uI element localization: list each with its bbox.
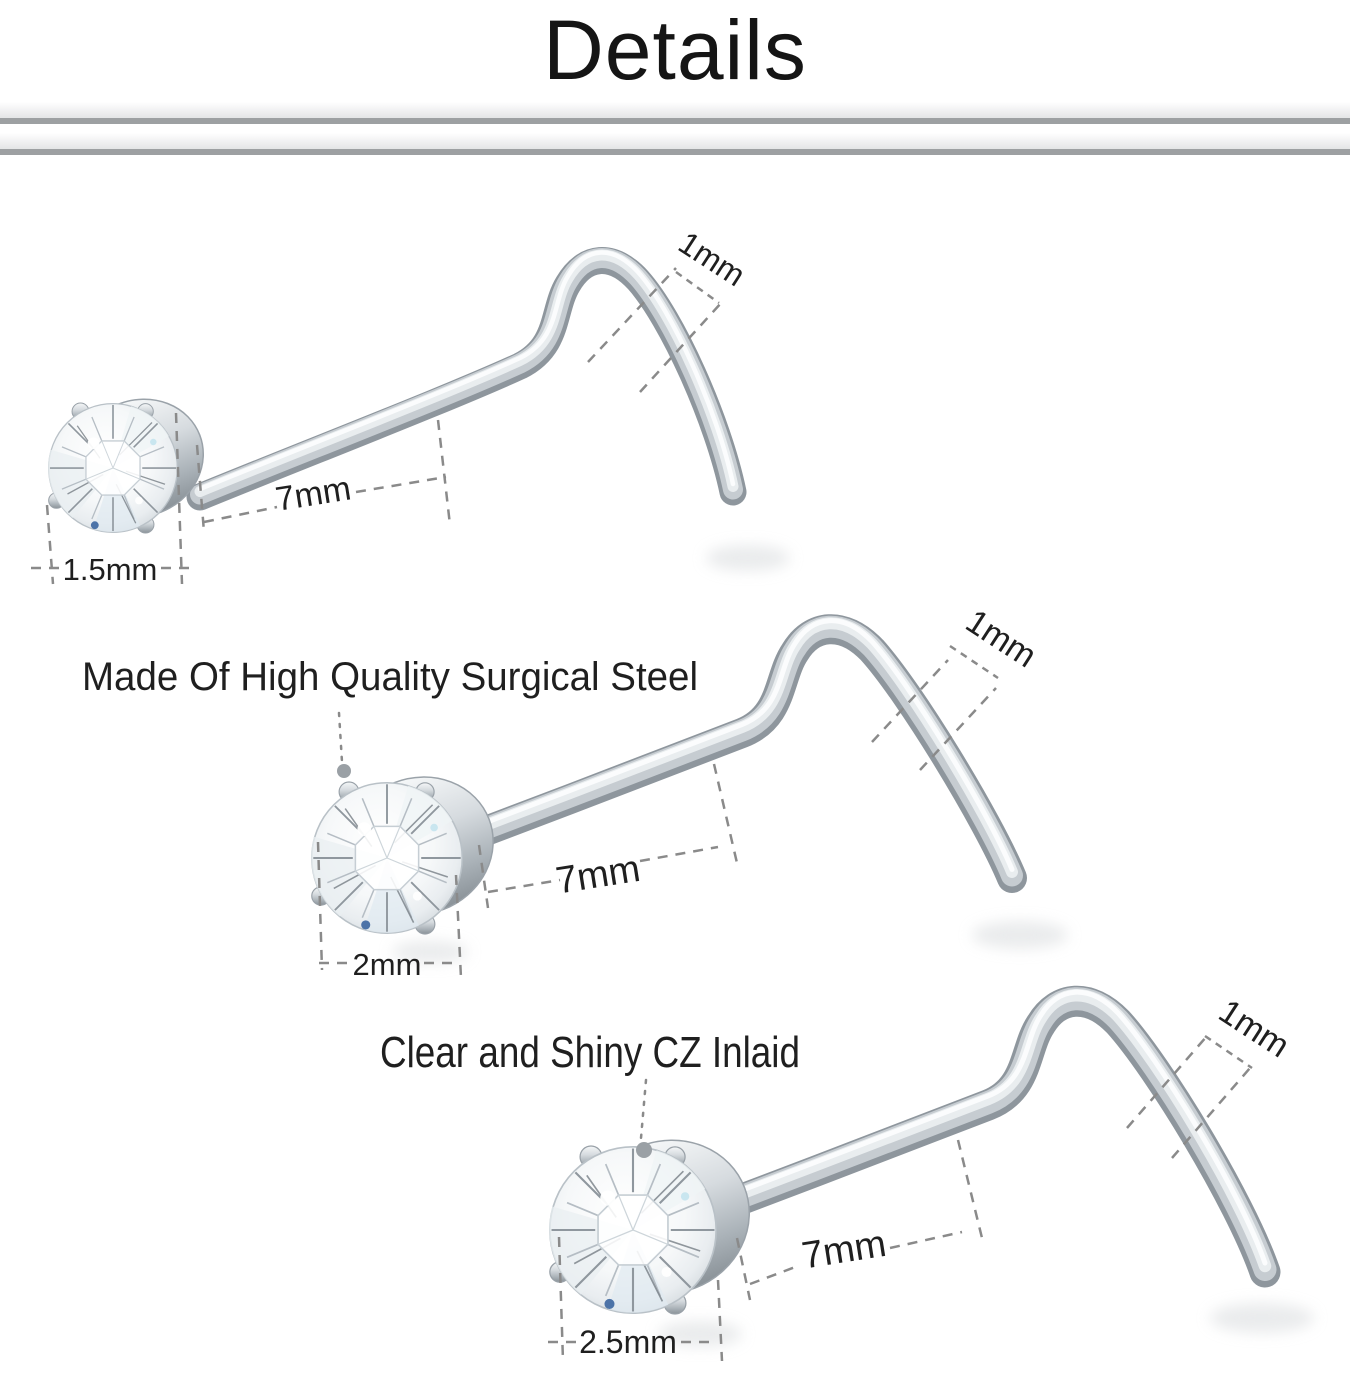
divider-line-1 [0,102,1350,124]
wire-gauge-label-3: 1mm [1212,992,1296,1065]
photo-shadows [392,545,1314,1347]
gem-size-label-3: 2.5mm [579,1324,677,1360]
stone-note: Clear and Shiny CZ Inlaid [380,1028,800,1077]
header: Details [0,0,1350,155]
leader-dot [636,1142,652,1158]
dimension-annotations-1 [31,267,723,585]
cz-gem [548,1144,718,1316]
dimension-annotations-3 [548,1034,1253,1362]
divider-line-2 [0,133,1350,155]
double-divider [0,102,1350,155]
cz-gem [47,402,179,534]
gem-size-label-1: 1.5mm [63,552,158,587]
wire-gauge-label-2: 1mm [959,602,1043,675]
wire-gauge-label-1: 1mm [672,224,751,293]
gem-size-label-2: 2mm [353,947,422,982]
nose-screw-photo-1 [47,253,733,534]
page-title: Details [543,3,807,97]
material-note: Made Of High Quality Surgical Steel [82,655,698,699]
cz-gem [310,781,464,935]
bar-length-label-2: 7mm [553,848,643,903]
leader-dot [337,764,351,778]
bar-length-label-3: 7mm [799,1223,889,1278]
dimension-annotations-2 [316,644,999,979]
